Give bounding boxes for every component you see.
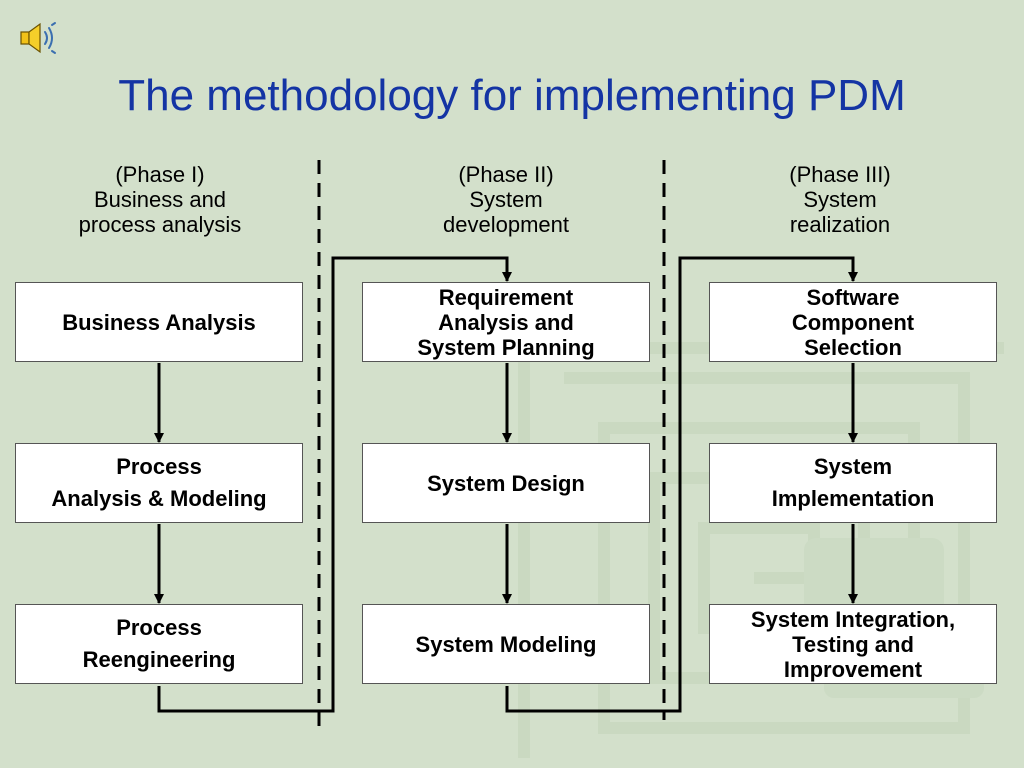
- step-system-modeling: System Modeling: [362, 604, 650, 684]
- step-process-reengineering-line-2: Reengineering: [82, 647, 236, 672]
- connector-phase-1-to-2: [157, 256, 512, 713]
- step-process-reengineering-line-1: Process: [116, 615, 202, 640]
- step-system-design: System Design: [362, 443, 650, 523]
- step-requirement-analysis-line-2: Analysis and: [438, 309, 574, 335]
- step-system-integration-line-1: System Integration,: [750, 606, 956, 632]
- phase-1-header: (Phase I) Business and process analysis: [10, 162, 310, 237]
- phase-1-label: (Phase I): [115, 162, 205, 187]
- step-software-component-selection: Software Component Selection: [709, 282, 997, 362]
- step-system-integration-line-3: Improvement: [783, 656, 923, 682]
- step-system-modeling-line-1: System Modeling: [415, 631, 597, 657]
- step-software-component-selection-line-3: Selection: [804, 334, 902, 360]
- connector-phase-2-to-3: [505, 256, 858, 713]
- phase-2-name-line-1: System: [469, 187, 543, 212]
- step-system-integration-line-2: Testing and: [792, 631, 914, 657]
- step-business-analysis-line-1: Business Analysis: [62, 309, 256, 335]
- phase-3-name-line-1: System: [803, 187, 877, 212]
- speaker-icon[interactable]: [18, 20, 58, 56]
- step-system-design-line-1: System Design: [427, 470, 585, 496]
- step-process-analysis-modeling-line-1: Process: [116, 454, 202, 479]
- step-system-implementation-line-2: Implementation: [771, 486, 935, 511]
- step-system-implementation-line-1: System: [813, 454, 893, 479]
- step-process-analysis-modeling: Process Analysis & Modeling: [15, 443, 303, 523]
- slide-title: The methodology for implementing PDM: [118, 71, 906, 120]
- phase-1-name-line-2: process analysis: [78, 212, 242, 237]
- phase-2-name-line-2: development: [443, 212, 569, 237]
- phase-1-name-line-1: Business and: [93, 187, 227, 212]
- step-business-analysis: Business Analysis: [15, 282, 303, 362]
- step-requirement-analysis-line-3: System Planning: [417, 334, 595, 360]
- step-process-reengineering: Process Reengineering: [15, 604, 303, 684]
- step-requirement-analysis-line-1: Requirement: [438, 284, 574, 310]
- phase-3-header: (Phase III) System realization: [690, 162, 990, 237]
- step-software-component-selection-line-1: Software: [806, 284, 900, 310]
- step-system-integration: System Integration, Testing and Improvem…: [709, 604, 997, 684]
- phase-2-header: (Phase II) System development: [356, 162, 656, 237]
- phase-3-label: (Phase III): [789, 162, 891, 187]
- phase-3-name-line-2: realization: [789, 212, 891, 237]
- step-software-component-selection-line-2: Component: [791, 309, 915, 335]
- phase-2-label: (Phase II): [458, 162, 554, 187]
- step-process-analysis-modeling-line-2: Analysis & Modeling: [51, 486, 267, 511]
- step-system-implementation: System Implementation: [709, 443, 997, 523]
- step-requirement-analysis: Requirement Analysis and System Planning: [362, 282, 650, 362]
